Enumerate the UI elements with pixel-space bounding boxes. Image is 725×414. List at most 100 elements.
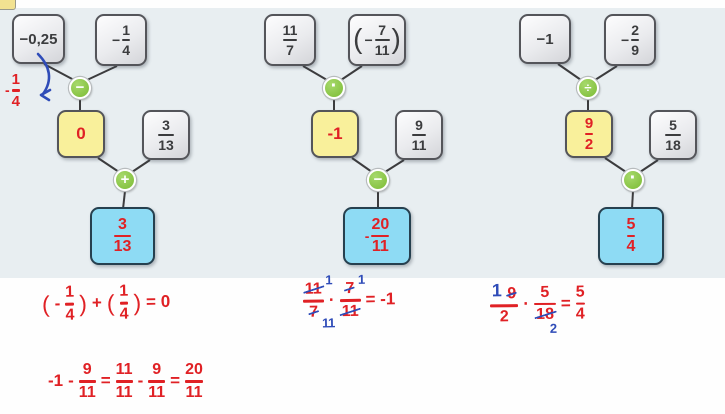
fraction-denominator: 4 [626,238,636,256]
operator-glyph: − [75,78,85,96]
operator-glyph: · [330,75,338,97]
fraction-denominator: 4 [65,306,75,324]
fraction: 3 13 [158,118,174,152]
fraction-denominator: 18 [665,137,681,153]
tree3-result-node: 5 4 [598,207,664,265]
fraction-bar [626,234,636,238]
equals-sign: = [100,371,111,391]
tree1-mid-left-node: 0 [57,110,105,158]
fraction: 2 9 [631,23,639,57]
cancellation-mark: 1 [325,272,333,288]
fraction-numerator: 5 [669,117,677,133]
cancelled-numerator: 9 [507,285,517,303]
fraction-numerator: 1 [122,22,130,38]
tree-connectors [43,63,659,210]
fraction-denominator: 9 [631,42,639,58]
fraction: 20 11 [185,362,203,401]
handwritten-arrow-icon [36,52,52,102]
tree3-mid-right-node: 5 18 [649,110,697,160]
term: -1 [48,371,64,391]
fraction-numerator: 5 [575,283,585,301]
fraction: 1 4 [11,72,21,109]
cancelled-denominator: 11 [341,302,359,320]
fraction-bar [148,380,166,383]
fraction-bar [185,380,203,383]
fraction-sign: − [621,32,630,48]
connector-line [97,157,120,173]
connector-line [122,190,126,210]
fraction: 5 18 [665,118,681,152]
multiply-dot: · [328,290,335,310]
connector-line [131,159,151,173]
node-value: 0 [76,124,86,143]
equals-sign: = [560,293,571,313]
connector-line [604,157,627,173]
open-paren: ( [353,23,363,54]
fraction: 9 11 [411,117,427,153]
fraction-denominator: 11 [411,137,427,153]
minus-sign: - [137,371,144,391]
multiply-dot: · [523,293,530,313]
fraction-denominator: 2 [584,136,594,154]
tree3-top-left-node: −1 [519,14,571,64]
fraction: 3 13 [113,216,132,256]
handwritten-annotation: - 1 4 [5,72,21,109]
node-value: −1 [536,30,554,48]
fraction-denominator: 11 [371,238,389,256]
fraction-bar [11,89,21,92]
equation-result: = 0 [145,292,171,312]
operator-minus-icon: − [69,77,91,99]
minus-sign: - [68,371,74,391]
fraction-denominator: 11 [185,383,203,401]
fraction-bar [113,234,132,238]
fraction-numerator: 11 [282,22,298,38]
cancellation-mark: 1 [327,314,336,330]
operator-multiply-icon: · [323,75,345,99]
fraction-sign: - [5,82,10,99]
fraction-sign: - [364,228,370,244]
fraction-numerator: 20 [185,361,203,378]
fraction: 5 4 [575,283,585,323]
denominator-wrap: 18 2 [534,306,557,336]
fraction-numerator: 9 [415,117,423,133]
operator-plus-icon: + [114,169,136,191]
cancelled-numerator: 11 [304,280,322,298]
fraction: 1 4 [65,284,75,324]
fraction-bar [282,39,298,41]
connector-line [639,159,659,173]
denominator-wrap: 11 1 [328,302,361,330]
equation-product-five-fourths: 1 9 2 · 5 18 2 = 5 4 [490,280,585,336]
operator-glyph: · [629,167,637,189]
tree3-top-right-node: − 2 9 [604,14,656,66]
fraction-bar [584,132,594,136]
fraction: 20 11 [371,216,390,256]
connector-line [43,63,75,81]
connector-line [384,159,405,173]
open-paren: ( [106,289,115,316]
fraction-numerator: 11 [115,361,133,378]
fraction-bar [490,304,519,307]
fraction-with-cancellation: 11 1 7 1 [302,272,333,330]
fraction: 1 4 [122,23,130,57]
tree2-mid-left-node: -1 [311,110,359,158]
cancellation-mark: 2 [549,320,558,336]
equation-difference: -1 - 9 11 = 11 11 - 9 11 = 20 11 [48,362,203,401]
connector-line [631,190,634,210]
operator-glyph: + [120,170,130,188]
fraction-numerator: 3 [162,117,170,133]
fraction-denominator: 4 [575,305,585,323]
fraction-denominator: 2 [499,307,509,325]
fraction-bar [158,134,174,136]
operator-glyph: ÷ [584,79,592,95]
node-value: -1 [327,124,343,143]
close-paren: ) [79,290,88,317]
fraction: 7 11 [374,23,390,57]
equation-sum-zero: ( - 1 4 ) + ( 1 4 ) = 0 [42,283,171,324]
fraction-sign: − [364,32,373,48]
fraction-bar [65,302,75,306]
fraction: 9 2 [584,116,594,154]
fraction: 9 11 [78,362,96,401]
close-paren: ) [133,289,142,316]
fraction-bar [339,298,361,302]
